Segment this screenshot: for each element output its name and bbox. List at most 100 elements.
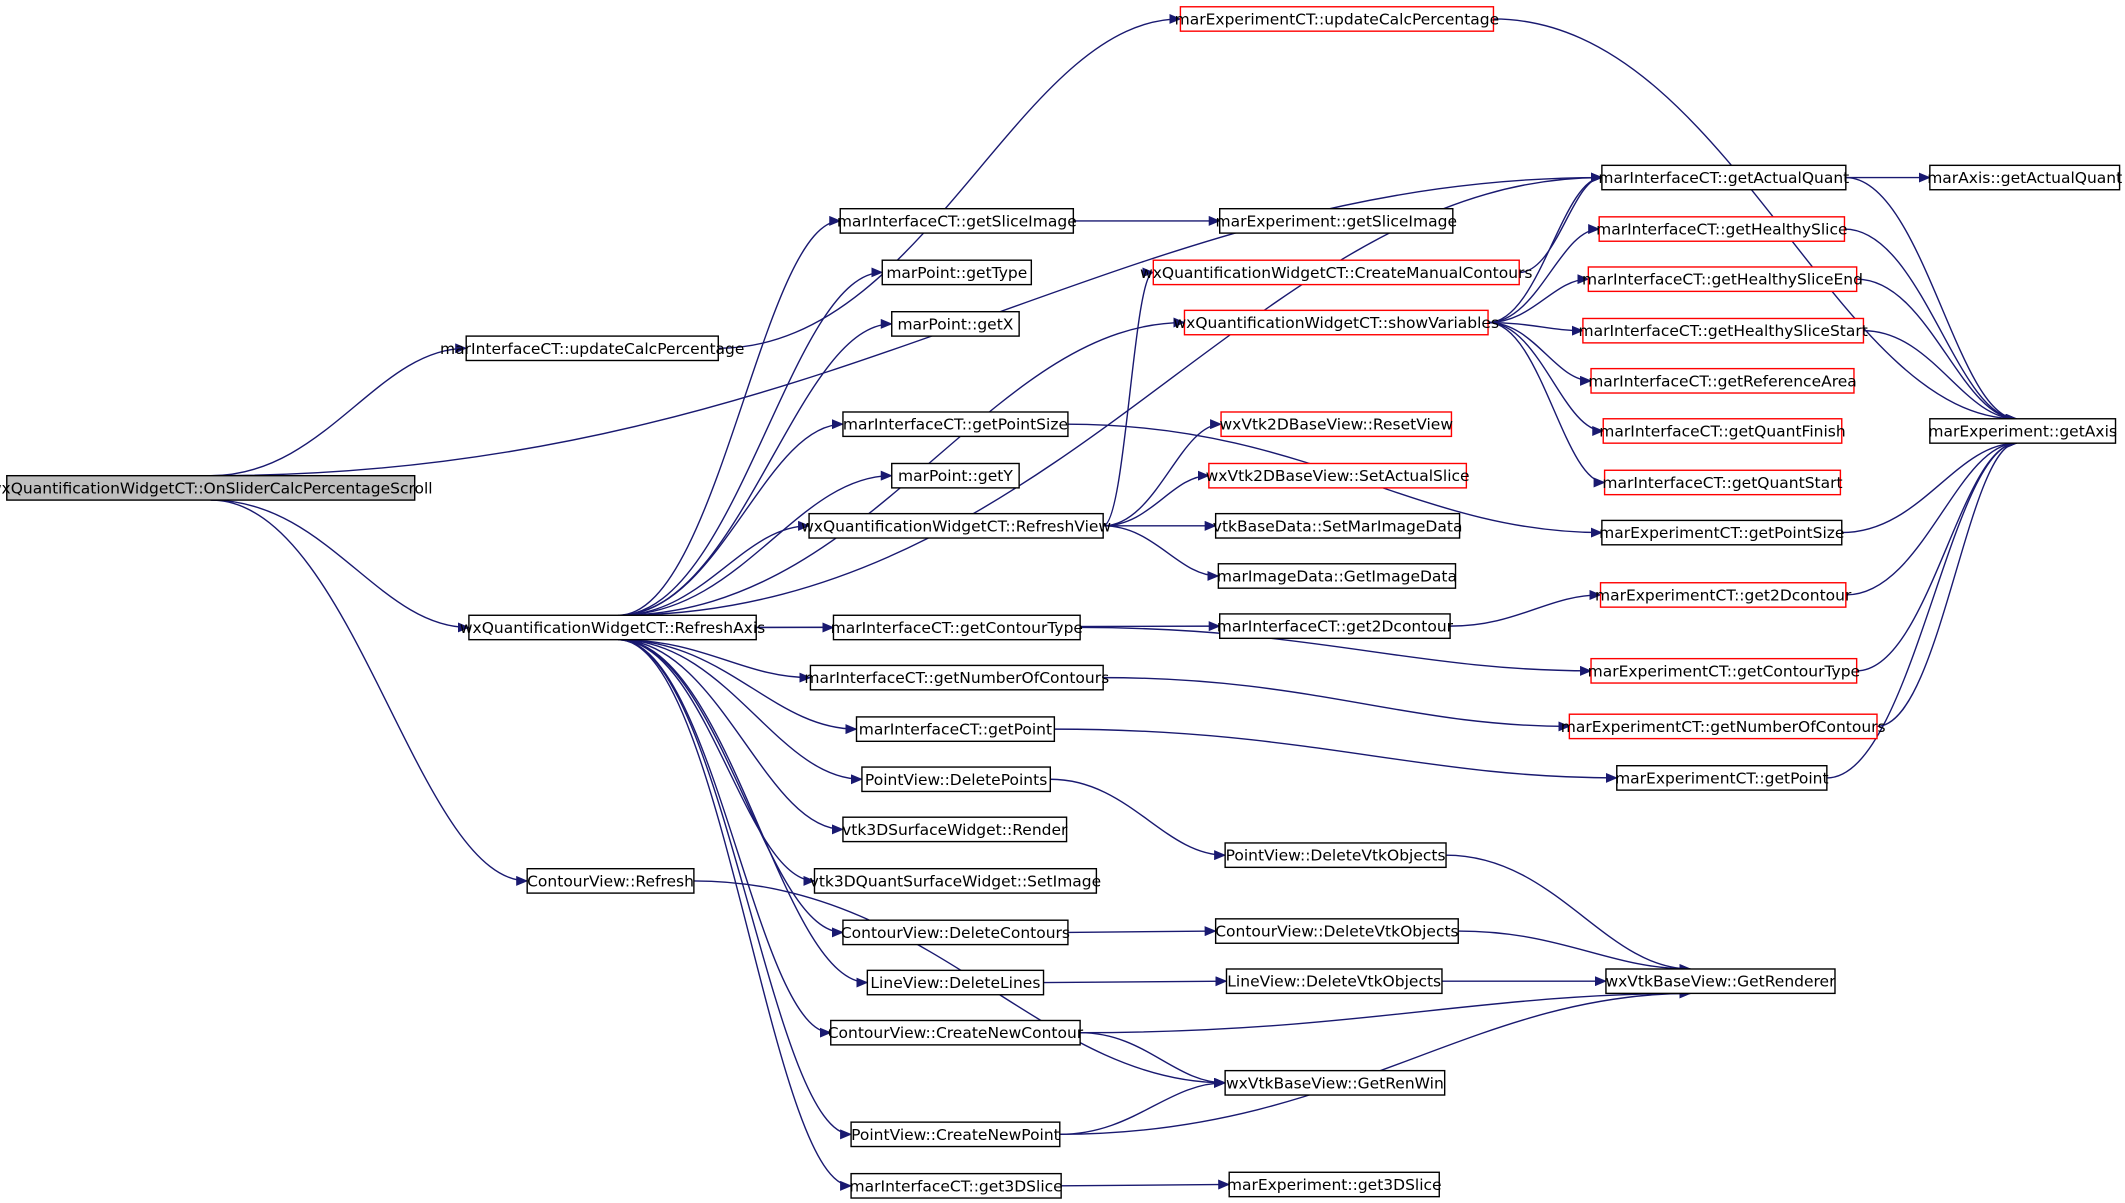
node-label: marExperimentCT::get2Dcontour (1595, 586, 1852, 604)
graph-node[interactable]: marInterfaceCT::getHealthySliceEnd (1582, 266, 1863, 293)
graph-node[interactable]: marAxis::getActualQuant (1927, 164, 2122, 191)
call-edge (1488, 321, 1605, 436)
graph-node[interactable]: marExperiment::getAxis (1928, 418, 2117, 444)
node-label: wxVtkBaseView::GetRenWin (1226, 1074, 1444, 1092)
node-box (861, 766, 1052, 793)
graph-node[interactable]: ContourView::Refresh (526, 868, 695, 894)
call-edge (1080, 626, 1593, 676)
call-edge (618, 638, 853, 1140)
call-edge (1488, 172, 1603, 324)
graph-node[interactable]: marExperiment::getSliceImage (1216, 208, 1457, 234)
call-edge (1061, 1179, 1231, 1190)
node-label: PointView::CreateNewPoint (851, 1126, 1060, 1144)
graph-node[interactable]: wxVtk2DBaseView::SetActualSlice (1206, 462, 1470, 489)
call-edge (1043, 976, 1228, 987)
graph-node[interactable]: marExperimentCT::updateCalcPercentage (1175, 6, 1500, 32)
graph-node[interactable]: wxVtk2DBaseView::ResetView (1219, 411, 1453, 438)
call-edge (618, 470, 893, 616)
node-label: PointView::DeleteVtkObjects (1226, 847, 1446, 865)
graph-node[interactable]: marInterfaceCT::updateCalcPercentage (440, 335, 744, 362)
graph-node[interactable]: wxQuantificationWidgetCT::OnSliderCalcPe… (0, 474, 433, 501)
graph-node[interactable]: marInterfaceCT::getReferenceArea (1588, 367, 1857, 394)
graph-node[interactable]: LineView::DeleteLines (866, 969, 1045, 996)
node-label: wxVtk2DBaseView::SetActualSlice (1206, 467, 1470, 485)
node-label: marExperiment::getSliceImage (1216, 212, 1457, 230)
graph-node[interactable]: LineView::DeleteVtkObjects (1225, 968, 1443, 995)
node-box (1601, 519, 1843, 546)
node-label: marInterfaceCT::getQuantStart (1602, 474, 1842, 492)
node-box (1152, 259, 1520, 286)
node-box (1220, 411, 1453, 438)
node-label: marExperiment::get3DSlice (1227, 1176, 1442, 1194)
graph-node[interactable]: marExperimentCT::get2Dcontour (1595, 582, 1852, 608)
node-label: marPoint::getX (897, 315, 1013, 333)
graph-node[interactable]: ContourView::DeleteContours (841, 919, 1070, 946)
graph-node[interactable]: wxQuantificationWidgetCT::CreateManualCo… (1140, 259, 1532, 286)
graph-node[interactable]: marPoint::getType (881, 259, 1033, 286)
graph-node[interactable]: marExperimentCT::getContourType (1588, 657, 1861, 684)
graph-node[interactable]: marExperimentCT::getNumberOfContours (1561, 713, 1886, 740)
graph-node[interactable]: PointView::CreateNewPoint (850, 1121, 1061, 1148)
node-label: marInterfaceCT::getActualQuant (1598, 169, 1849, 187)
graph-node[interactable]: marInterfaceCT::getPointSize (842, 411, 1069, 438)
node-label: wxQuantificationWidgetCT::OnSliderCalcPe… (0, 479, 433, 497)
call-edge (618, 520, 811, 616)
call-edge (1876, 438, 2018, 728)
node-label: wxQuantificationWidgetCT::CreateManualCo… (1140, 264, 1532, 282)
node-label: marExperimentCT::getPointSize (1599, 524, 1844, 542)
graph-node[interactable]: PointView::DeleteVtkObjects (1224, 842, 1447, 869)
graph-node[interactable]: marInterfaceCT::get3DSlice (850, 1172, 1063, 1199)
graph-node[interactable]: marInterfaceCT::getNumberOfContours (804, 664, 1109, 691)
graph-node[interactable]: marExperimentCT::getPointSize (1599, 519, 1844, 546)
node-label: marInterfaceCT::getHealthySliceStart (1579, 322, 1868, 340)
graph-node[interactable]: wxQuantificationWidgetCT::showVariables (1173, 309, 1499, 336)
graph-node[interactable]: vtk3DSurfaceWidget::Render (842, 816, 1068, 843)
graph-node[interactable]: wxQuantificationWidgetCT::RefreshView (801, 512, 1111, 539)
graph-node[interactable]: wxVtkBaseView::GetRenWin (1224, 1069, 1446, 1096)
graph-node[interactable]: marImageData::GetImageData (1217, 563, 1457, 589)
call-edge (1103, 525, 1220, 581)
graph-node[interactable]: marInterfaceCT::getHealthySlice (1596, 216, 1848, 242)
edge-layer (210, 13, 2018, 1191)
node-label: marInterfaceCT::getNumberOfContours (804, 669, 1109, 687)
graph-node[interactable]: marInterfaceCT::getActualQuant (1598, 164, 1849, 191)
graph-node[interactable]: PointView::DeletePoints (861, 766, 1052, 793)
graph-node[interactable]: marInterfaceCT::getQuantStart (1602, 469, 1843, 496)
graph-node[interactable]: marInterfaceCT::getSliceImage (837, 208, 1077, 234)
graph-node[interactable]: marInterfaceCT::getPoint (855, 716, 1056, 743)
call-edge (1856, 278, 2018, 424)
call-edge (618, 215, 842, 616)
graph-node[interactable]: ContourView::CreateNewContour (828, 1019, 1084, 1046)
node-label: marExperiment::getAxis (1928, 422, 2117, 440)
graph-node[interactable]: marInterfaceCT::getContourType (831, 614, 1083, 641)
node-box (1590, 657, 1858, 684)
call-edge (1450, 589, 1602, 627)
graph-node[interactable]: vtk3DQuantSurfaceWidget::SetImage (810, 868, 1102, 894)
graph-node[interactable]: vtkBaseData::SetMarImageData (1213, 512, 1463, 539)
node-label: LineView::DeleteVtkObjects (1227, 973, 1441, 991)
graph-node[interactable]: marInterfaceCT::getQuantFinish (1599, 418, 1846, 444)
node-label: ContourView::CreateNewContour (828, 1024, 1084, 1042)
node-box (1929, 164, 2121, 191)
graph-node[interactable]: marPoint::getX (891, 311, 1020, 337)
call-edge (618, 267, 884, 616)
graph-node[interactable]: ContourView::DeleteVtkObjects (1214, 918, 1459, 944)
graph-node[interactable]: marInterfaceCT::getHealthySliceStart (1579, 317, 1868, 344)
graph-node[interactable]: marExperimentCT::getPoint (1615, 765, 1829, 791)
node-box (1179, 6, 1495, 32)
node-box (468, 614, 757, 641)
graph-node[interactable]: marExperiment::get3DSlice (1227, 1171, 1442, 1198)
node-label: marPoint::getType (886, 264, 1027, 282)
node-box (1224, 1069, 1446, 1096)
node-label: marInterfaceCT::getPointSize (843, 416, 1068, 434)
graph-node[interactable]: marPoint::getY (891, 462, 1020, 489)
node-box (1599, 582, 1847, 608)
call-edge (1488, 274, 1590, 324)
graph-node[interactable]: wxQuantificationWidgetCT::RefreshAxis (460, 614, 765, 641)
graph-node[interactable]: marInterfaceCT::get2Dcontour (1217, 613, 1454, 640)
call-edge (1458, 930, 1692, 974)
graph-node[interactable]: wxVtkBaseView::GetRenderer (1605, 968, 1836, 995)
call-edge (1826, 438, 2018, 779)
node-box (808, 512, 1104, 539)
